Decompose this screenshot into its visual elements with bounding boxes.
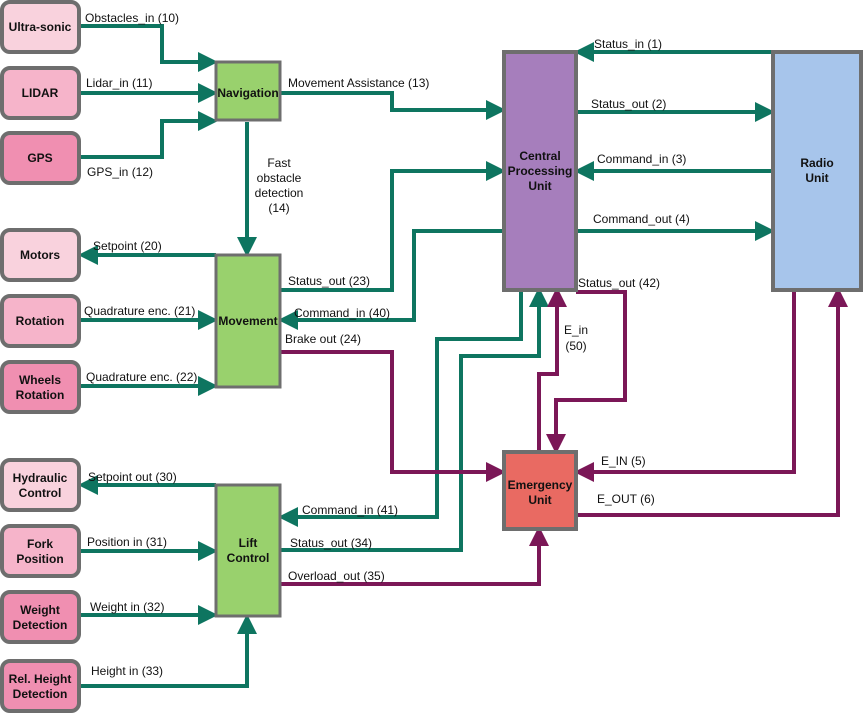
node-emergency-line2: Unit (528, 493, 551, 507)
label-overload-out-35: Overload_out (35) (288, 569, 385, 583)
node-cpu-line2: Processing (508, 164, 573, 178)
label-status-out-2: Status_out (2) (591, 97, 666, 111)
label-setpoint-20: Setpoint (20) (93, 239, 162, 253)
node-emergency: Emergency Unit (502, 450, 578, 531)
node-movement: Movement (214, 253, 282, 389)
label-command-out-4: Command_out (4) (593, 212, 690, 226)
label-fast-obstacle-line2: obstacle (257, 171, 302, 185)
node-navigation: Navigation (214, 60, 282, 122)
label-obstacles-in: Obstacles_in (10) (85, 11, 179, 25)
label-command-in-40: Command_in (40) (294, 306, 390, 320)
edge-e-out-6 (576, 287, 848, 517)
node-wheels-rotation: Wheels Rotation (0, 360, 81, 414)
label-quadrature-22: Quadrature enc. (22) (86, 370, 197, 384)
node-cpu-line3: Unit (528, 179, 551, 193)
node-lidar: LIDAR (0, 66, 81, 120)
label-movement-assistance: Movement Assistance (13) (288, 76, 429, 90)
node-weight-detection: Weight Detection (0, 590, 81, 644)
node-fork-position-line1: Fork (27, 537, 53, 551)
node-rel-height-detection-line1: Rel. Height (9, 672, 72, 686)
node-lidar-label: LIDAR (22, 86, 59, 100)
node-fork-position-line2: Position (16, 552, 63, 566)
node-weight-detection-line2: Detection (13, 618, 68, 632)
label-fast-obstacle-line3: detection (255, 186, 304, 200)
node-hydraulic-control-line1: Hydraulic (13, 471, 68, 485)
node-fork-position: Fork Position (0, 524, 81, 578)
label-command-in-41: Command_in (41) (302, 503, 398, 517)
node-ultrasonic: Ultra-sonic (0, 0, 81, 54)
node-radio-line1: Radio (800, 156, 833, 170)
node-movement-label: Movement (218, 314, 277, 328)
node-navigation-label: Navigation (217, 86, 278, 100)
label-status-out-42: Status_out (42) (578, 276, 660, 290)
node-wheels-rotation-line1: Wheels (19, 373, 61, 387)
label-setpoint-out-30: Setpoint out (30) (88, 470, 177, 484)
label-e-in-5: E_IN (5) (601, 454, 646, 468)
node-gps-label: GPS (27, 151, 52, 165)
node-rotation-label: Rotation (16, 314, 65, 328)
node-ultrasonic-label: Ultra-sonic (9, 20, 72, 34)
label-height-in-33: Height in (33) (91, 664, 163, 678)
label-status-out-23: Status_out (23) (288, 274, 370, 288)
label-weight-in-32: Weight in (32) (90, 600, 164, 614)
node-lift-control: Lift Control (214, 483, 282, 618)
edge-height-in-33 (80, 614, 257, 688)
edge-command-in-41 (278, 290, 523, 527)
edge-status-out-34 (280, 287, 549, 552)
label-fast-obstacle-line1: Fast (267, 156, 291, 170)
node-wheels-rotation-line2: Rotation (16, 388, 65, 402)
node-lift-control-line1: Lift (239, 536, 258, 550)
node-rotation: Rotation (0, 294, 81, 348)
edge-obstacles-in (80, 24, 218, 72)
node-hydraulic-control-line2: Control (19, 486, 62, 500)
label-position-in-31: Position in (31) (87, 535, 167, 549)
node-emergency-line1: Emergency (508, 478, 573, 492)
node-motors-label: Motors (20, 248, 60, 262)
edge-brake-out-24 (280, 350, 506, 482)
edge-command-in-40 (278, 229, 504, 330)
edge-e-in-5 (574, 291, 796, 482)
label-e-out-6: E_OUT (6) (597, 492, 655, 506)
node-weight-detection-line1: Weight (20, 603, 60, 617)
node-motors: Motors (0, 228, 81, 282)
label-status-out-34: Status_out (34) (290, 536, 372, 550)
edge-movement-assistance (280, 91, 506, 120)
label-status-in-1: Status_in (1) (594, 37, 662, 51)
label-quadrature-21: Quadrature enc. (21) (84, 304, 195, 318)
label-e-in-50-line1: E_in (564, 323, 588, 337)
node-cpu-line1: Central (519, 149, 560, 163)
edge-e-in-50 (537, 287, 567, 452)
node-cpu: Central Processing Unit (502, 50, 578, 292)
label-brake-out-24: Brake out (24) (285, 332, 361, 346)
edge-status-out-42 (546, 290, 627, 454)
node-rel-height-detection-line2: Detection (13, 687, 68, 701)
node-gps: GPS (0, 131, 81, 185)
label-fast-obstacle-line4: (14) (268, 201, 289, 215)
node-radio: Radio Unit (771, 50, 863, 292)
label-gps-in: GPS_in (12) (87, 165, 153, 179)
node-rel-height-detection: Rel. Height Detection (0, 659, 81, 713)
edge-gps-in (80, 111, 218, 159)
label-e-in-50-line2: (50) (565, 339, 586, 353)
node-lift-control-line2: Control (227, 551, 270, 565)
edge-status-out-23 (280, 161, 506, 292)
label-command-in-3: Command_in (3) (597, 152, 686, 166)
node-radio-line2: Unit (805, 171, 828, 185)
edge-overload-out-35 (280, 526, 549, 586)
node-hydraulic-control: Hydraulic Control (0, 458, 81, 512)
label-lidar-in: Lidar_in (11) (86, 76, 152, 90)
